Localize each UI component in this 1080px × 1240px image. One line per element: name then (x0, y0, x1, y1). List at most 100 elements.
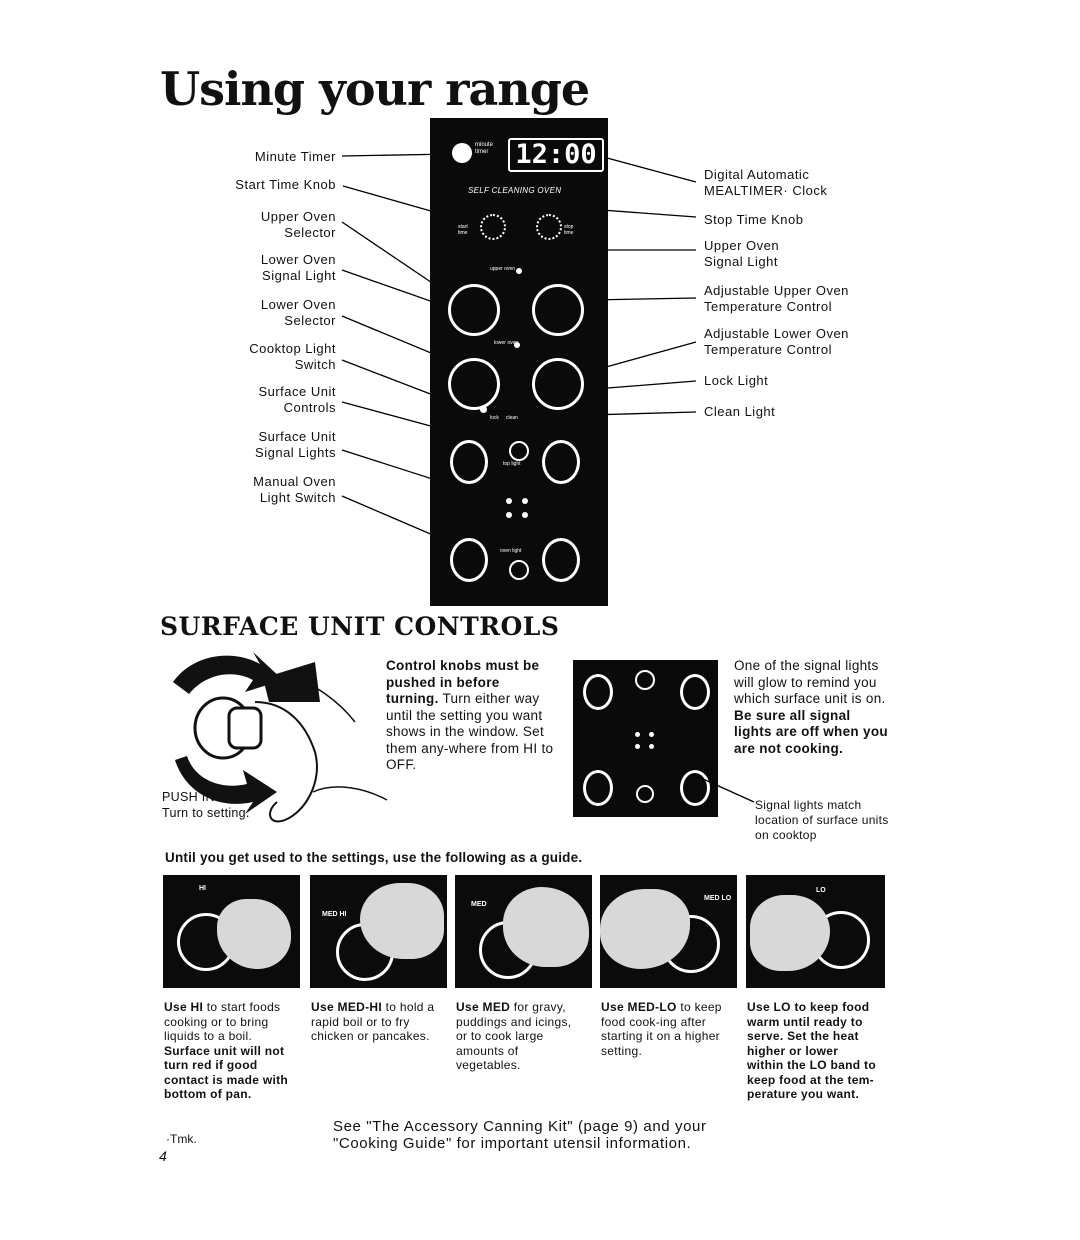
label-lower-oven-signal-light: Lower Oven Signal Light (260, 252, 336, 283)
signal-pointer-line (691, 773, 755, 803)
label-minute-timer: Minute Timer (254, 149, 336, 164)
signal-lights-body: One of the signal lights will glow to re… (734, 658, 886, 706)
page-number: 4 (159, 1148, 167, 1164)
caption-med-hi-text: to hold a rapid boil or to fry chicken o… (311, 1000, 435, 1043)
caption-hi-bold: Use HI (164, 1000, 204, 1014)
surface-signal-light (522, 512, 528, 518)
label-stop-time-knob: Stop Time Knob (704, 212, 804, 227)
photo-med: MED (455, 875, 592, 988)
label-upper-oven-temperature: Adjustable Upper Oven Temperature Contro… (704, 283, 849, 314)
caption-hi-text: to start foods cooking or to bring liqui… (164, 1000, 281, 1043)
see-canning-kit-text: See "The Accessory Canning Kit" (page 9)… (333, 1118, 707, 1152)
control-knobs-text: Control knobs must be pushed in before t… (386, 658, 554, 774)
label-lower-oven-temperature: Adjustable Lower Oven Temperature Contro… (704, 326, 849, 357)
hand (217, 899, 291, 969)
label-digital-clock: Digital Automatic MEALTIMER· Clock (704, 167, 828, 198)
guide-heading: Until you get used to the settings, use … (165, 850, 583, 865)
photo-med-label: MED (471, 901, 487, 908)
stop-time-knob[interactable] (536, 214, 562, 240)
minute-timer-text: minute timer (475, 142, 494, 155)
surface-signal-light (506, 498, 512, 504)
signal-lights-text: One of the signal lights will glow to re… (734, 658, 892, 757)
start-time-knob[interactable] (480, 214, 506, 240)
photo-med-lo-label: MED LO (704, 895, 732, 902)
start-time-text: start time (458, 224, 468, 236)
caption-med: Use MED for gravy, puddings and icings, … (456, 1000, 586, 1073)
signal-match-text: Signal lights match location of surface … (755, 798, 889, 842)
top-light-text: top light (503, 461, 521, 467)
signal-light (649, 732, 654, 737)
turn-to-setting-caption: Turn to setting. (162, 806, 250, 820)
surface-knob-right-front[interactable] (680, 770, 710, 806)
push-in-knob-illustration (173, 652, 388, 823)
upper-oven-selector-knob[interactable] (448, 284, 500, 336)
lower-oven-temperature-knob[interactable] (532, 358, 584, 410)
caption-hi-bold2: Surface unit will not turn red if good c… (164, 1043, 289, 1102)
lower-oven-selector-knob[interactable] (448, 358, 500, 410)
surface-unit-knob-right-front[interactable] (542, 538, 580, 582)
caption-med-hi: Use MED-HI to hold a rapid boil or to fr… (311, 1000, 436, 1044)
caption-med-lo: Use MED-LO to keep food cook-ing after s… (601, 1000, 729, 1058)
surface-panel-closeup (573, 660, 718, 817)
section-title: SURFACE UNIT CONTROLS (160, 612, 560, 641)
oven-light-switch-closeup[interactable] (636, 785, 654, 803)
digital-clock-display: 12:00 (508, 138, 604, 172)
surface-knob-left-front[interactable] (583, 770, 613, 806)
caption-med-bold: Use MED (456, 1000, 511, 1014)
manual-oven-light-switch[interactable] (509, 560, 529, 580)
signal-light (649, 744, 654, 749)
signal-light (635, 732, 640, 737)
label-upper-oven-selector: Upper Oven Selector (260, 209, 336, 240)
lower-oven-text: lower oven (494, 340, 519, 346)
caption-lo: Use LO to keep food warm until ready to … (747, 1000, 877, 1102)
surface-unit-knob-left-front[interactable] (450, 538, 488, 582)
label-clean-light: Clean Light (704, 404, 776, 419)
signal-light (635, 744, 640, 749)
hand (600, 889, 690, 969)
photo-lo: LO (746, 875, 885, 988)
oven-light-text: oven light (500, 548, 522, 554)
cooktop-light-switch-closeup[interactable] (635, 670, 655, 690)
upper-oven-signal-light (516, 268, 522, 274)
surface-signal-light (506, 512, 512, 518)
upper-oven-text: upper oven (490, 266, 516, 272)
photo-hi-label: HI (199, 885, 206, 892)
upper-oven-temperature-knob[interactable] (532, 284, 584, 336)
panel-banner: SELF CLEANING OVEN (468, 186, 562, 195)
surface-knob-left-rear[interactable] (583, 674, 613, 710)
trademark-note: ·Tmk. (166, 1132, 197, 1146)
label-surface-unit-controls: Surface Unit Controls (258, 384, 336, 415)
surface-unit-knob-right-rear[interactable] (542, 440, 580, 484)
photo-lo-label: LO (816, 887, 826, 894)
label-cooktop-light-switch: Cooktop Light Switch (249, 341, 336, 372)
lock-light (480, 406, 487, 413)
caption-med-hi-bold: Use MED-HI (311, 1000, 383, 1014)
hand (360, 883, 444, 959)
cooktop-light-switch[interactable] (509, 441, 529, 461)
caption-hi: Use HI to start foods cooking or to brin… (164, 1000, 299, 1102)
label-start-time-knob: Start Time Knob (235, 177, 336, 192)
lower-oven-signal-light (514, 342, 520, 348)
caption-lo-bold2: to keep food warm until ready to serve. … (747, 1000, 876, 1101)
control-panel: 12:00 minute timer SELF CLEANING OVEN st… (430, 118, 608, 606)
minute-timer-knob[interactable] (452, 143, 472, 163)
surface-unit-knob-left-rear[interactable] (450, 440, 488, 484)
lock-text: lock (490, 415, 499, 421)
photo-med-lo: MED LO (600, 875, 737, 988)
control-knobs-body: Turn either way until the setting you wa… (386, 691, 554, 772)
surface-signal-light (522, 498, 528, 504)
label-lock-light: Lock Light (704, 373, 769, 388)
label-upper-oven-signal-light: Upper Oven Signal Light (704, 238, 780, 269)
hand (750, 895, 830, 971)
caption-med-text: for gravy, puddings and icings, or to co… (456, 1000, 572, 1072)
signal-lights-bold: Be sure all signal lights are off when y… (734, 707, 888, 756)
control-knobs-bold: Control knobs must be pushed in before t… (386, 658, 540, 706)
clean-text: clean (506, 415, 518, 421)
photo-med-hi: MED HI (310, 875, 447, 988)
caption-med-lo-bold: Use MED-LO (601, 1000, 677, 1014)
label-lower-oven-selector: Lower Oven Selector (260, 297, 336, 328)
stop-time-text: stop time (564, 224, 574, 236)
push-in-caption: PUSH IN. (162, 790, 219, 804)
label-manual-oven-light-switch: Manual Oven Light Switch (253, 474, 336, 505)
surface-knob-right-rear[interactable] (680, 674, 710, 710)
